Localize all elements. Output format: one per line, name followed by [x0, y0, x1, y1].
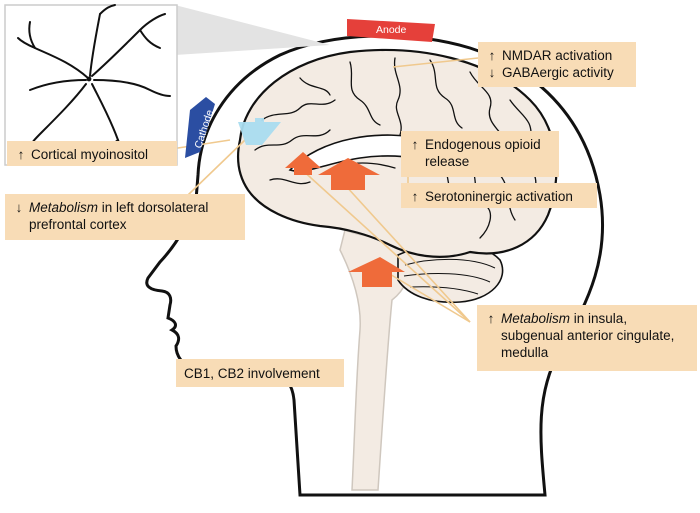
insula-text-3: medulla — [501, 345, 549, 360]
anode-label: Anode — [376, 24, 407, 36]
neuron-icon — [17, 4, 171, 155]
label-insula: ↑ Metabolism in insula, subgenual anterio… — [477, 305, 697, 371]
up-arrow-cingulate — [285, 152, 321, 175]
up-arrow-brainstem — [348, 257, 405, 287]
serotonin-text: Serotoninergic activation — [425, 189, 573, 204]
label-dlpfc: ↓ Metabolism in left dorsolateral prefron… — [5, 194, 245, 240]
up-arrow-thalamus — [318, 158, 380, 190]
up-arrow-icon: ↑ — [411, 137, 419, 152]
opioid-text-2: release — [425, 154, 470, 169]
cb-text: CB1, CB2 involvement — [184, 366, 320, 381]
label-cb-receptors: CB1, CB2 involvement — [176, 359, 344, 387]
label-serotonin: ↑ Serotoninergic activation — [401, 183, 597, 208]
down-arrow-icon: ↓ — [15, 200, 23, 215]
down-arrow-prefrontal — [238, 118, 281, 145]
myoinositol-text: Cortical myoinositol — [31, 147, 149, 162]
anode-electrode — [347, 19, 435, 42]
label-opioid: ↑ Endogenous opioid release — [401, 131, 559, 177]
nmdar-text: NMDAR activation — [502, 48, 613, 63]
cathode-electrode — [185, 97, 215, 158]
up-arrow-icon: ↑ — [411, 189, 419, 204]
opioid-text-1: Endogenous opioid — [425, 137, 541, 152]
label-myoinositol: ↑ Cortical myoinositol — [7, 141, 177, 166]
down-arrow-icon: ↓ — [488, 65, 496, 80]
dlpfc-text-2: prefrontal cortex — [29, 217, 127, 232]
label-nmdar-gaba: ↑ NMDAR activation ↓ GABAergic activity — [478, 42, 636, 87]
insula-italic-text: Metabolism — [501, 311, 571, 326]
dlpfc-italic-text: Metabolism — [29, 200, 99, 215]
up-arrow-icon: ↑ — [17, 147, 25, 162]
up-arrow-icon: ↑ — [488, 48, 496, 63]
insula-text-2: subgenual anterior cingulate, — [501, 328, 675, 343]
gaba-text: GABAergic activity — [502, 65, 614, 80]
insula-text-1: in insula, — [570, 311, 628, 326]
up-arrow-icon: ↑ — [487, 311, 495, 326]
dlpfc-text-1: in left dorsolateral — [98, 200, 209, 215]
neuron-inset-frame — [4, 4, 178, 166]
inset-pointer — [175, 5, 330, 55]
